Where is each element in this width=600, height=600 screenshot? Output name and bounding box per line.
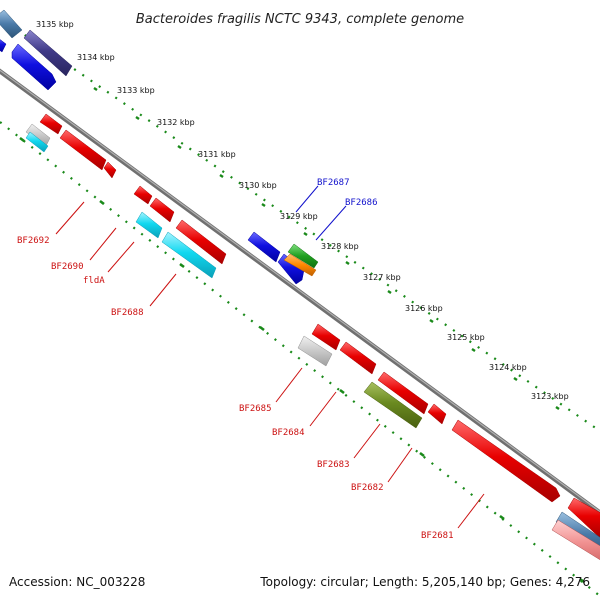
gene-label[interactable]: BF2690 [51, 262, 84, 272]
leader-line [107, 241, 135, 273]
tick-label: 3129 kbp [280, 212, 318, 221]
gene-red[interactable] [377, 371, 429, 415]
gene-green[interactable] [287, 243, 319, 269]
leader-line [89, 227, 117, 261]
gene-red[interactable] [149, 197, 175, 223]
leader-line [315, 205, 347, 241]
gene-red[interactable] [103, 161, 117, 179]
topology-summary: Topology: circular; Length: 5,205,140 bp… [259, 575, 590, 589]
leader-line [353, 423, 381, 459]
gene-olive[interactable] [363, 381, 423, 429]
inner-ruler-major-ticks [19, 136, 585, 584]
gene-red[interactable] [427, 403, 447, 425]
tick-label: 3128 kbp [321, 242, 359, 251]
accession-text: Accession: NC_003228 [9, 575, 145, 589]
tick-label: 3135 kbp [36, 20, 74, 29]
gene-blue[interactable] [247, 231, 281, 263]
leader-line [55, 201, 85, 235]
gene-cyan[interactable] [25, 131, 49, 153]
tick-label: 3125 kbp [447, 333, 485, 342]
gene-cyan[interactable] [135, 211, 163, 239]
genome-backbone-highlight [0, 69, 600, 513]
gene-red[interactable] [451, 419, 561, 503]
leader-line [149, 273, 177, 307]
tick-label: 3134 kbp [77, 53, 115, 62]
gene-label[interactable]: BF2682 [351, 483, 384, 493]
leader-lines [55, 185, 485, 529]
gene-red[interactable] [175, 219, 227, 265]
gene-label[interactable]: fldA [83, 276, 105, 286]
genome-backbone [0, 68, 600, 516]
gene-red[interactable] [311, 323, 341, 351]
gene-red[interactable] [339, 341, 377, 375]
gene-label[interactable]: BF2684 [272, 428, 305, 438]
gene-label[interactable]: BF2681 [421, 531, 454, 541]
leader-line [275, 367, 303, 403]
tick-label: 3130 kbp [239, 181, 277, 190]
leader-line [457, 493, 485, 529]
tick-label: 3126 kbp [405, 304, 443, 313]
tick-label: 3132 kbp [157, 118, 195, 127]
gene-label[interactable]: BF2683 [317, 460, 350, 470]
tick-labels: 3135 kbp 3134 kbp 3133 kbp 3132 kbp 3131… [36, 20, 569, 401]
gene-red[interactable] [39, 113, 63, 135]
upper-genes [0, 9, 319, 285]
tick-label: 3123 kbp [531, 392, 569, 401]
gene-red[interactable] [567, 497, 600, 539]
tick-label: 3133 kbp [117, 86, 155, 95]
gene-label[interactable]: BF2692 [17, 236, 50, 246]
gene-red[interactable] [59, 129, 107, 171]
gene-purple[interactable] [23, 29, 73, 77]
tick-label: 3131 kbp [198, 150, 236, 159]
inner-ruler [0, 121, 600, 597]
gene-labels: BF2692 BF2690 fldA BF2688 BF2685 BF2684 … [17, 178, 454, 541]
map-title: Bacteroides fragilis NCTC 9343, complete… [136, 12, 464, 27]
gene-label[interactable]: BF2688 [111, 308, 144, 318]
tick-label: 3124 kbp [489, 363, 527, 372]
gene-pink[interactable] [551, 519, 600, 566]
leader-line [387, 447, 413, 483]
gene-label[interactable]: BF2687 [317, 178, 350, 188]
leader-line [295, 185, 319, 213]
gene-blue[interactable] [277, 253, 305, 285]
gene-label[interactable]: BF2685 [239, 404, 272, 414]
lower-genes [25, 113, 600, 566]
gene-steel[interactable] [0, 9, 23, 39]
gene-cyan[interactable] [161, 231, 217, 279]
gene-grey[interactable] [297, 335, 333, 367]
gene-label[interactable]: BF2686 [345, 198, 378, 208]
gene-orange[interactable] [283, 253, 317, 277]
gene-blue[interactable] [11, 43, 57, 91]
gene-blue[interactable] [0, 38, 7, 53]
tick-label: 3127 kbp [363, 273, 401, 282]
gene-red[interactable] [133, 185, 153, 205]
leader-line [309, 391, 337, 427]
